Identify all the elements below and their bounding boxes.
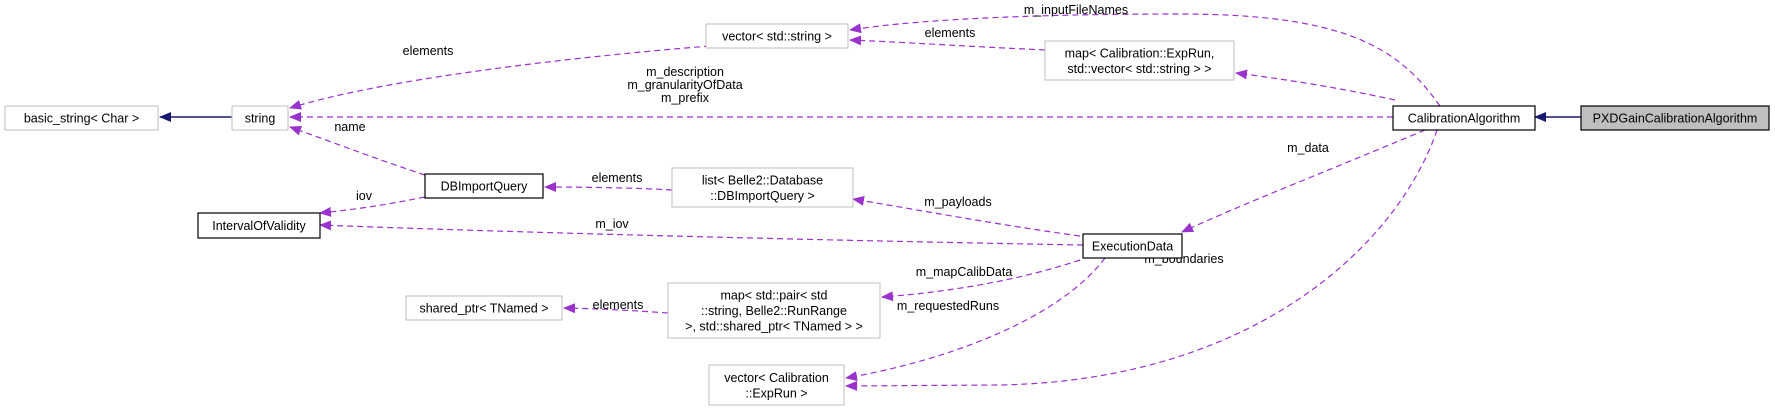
node-box xyxy=(1044,40,1235,81)
node-pxd: PXDGainCalibrationAlgorithm xyxy=(1580,105,1770,131)
edge-vecstr-to-string xyxy=(289,45,711,110)
node-iov[interactable]: IntervalOfValidity xyxy=(197,212,321,239)
node-box xyxy=(671,167,854,208)
node-box xyxy=(1392,105,1536,131)
node-exec[interactable]: ExecutionData xyxy=(1082,233,1183,259)
edge-mappair-to-shared xyxy=(563,303,669,314)
edge-label-m-iov: m_iov xyxy=(595,217,629,231)
node-box xyxy=(708,364,845,406)
node-label: CalibrationAlgorithm xyxy=(1408,112,1521,126)
edge-label-vec-elements: elements xyxy=(403,44,454,58)
node-label: IntervalOfValidity xyxy=(212,219,306,233)
node-label: >, std::shared_ptr< TNamed > > xyxy=(685,320,863,334)
node-label: vector< Calibration xyxy=(724,371,829,385)
node-label: ::ExpRun > xyxy=(745,386,807,400)
edge-label-string-members: m_prefix xyxy=(661,91,710,105)
node-string: string xyxy=(231,105,289,131)
node-label: map< std::pair< std xyxy=(720,289,827,303)
node-box xyxy=(705,23,849,49)
node-label: DBImportQuery xyxy=(441,180,529,194)
node-box xyxy=(4,105,159,131)
node-calib[interactable]: CalibrationAlgorithm xyxy=(1392,105,1536,131)
edge-label-name: name xyxy=(334,120,365,134)
edge-exec-to-mappair xyxy=(881,259,1081,302)
node-vecstr: vector< std::string > xyxy=(705,23,849,49)
edge-exec-to-vecexprun xyxy=(845,257,1106,382)
edge-label-m-data: m_data xyxy=(1287,141,1329,155)
node-vecexprun: vector< Calibration::ExpRun > xyxy=(708,364,845,406)
edge-label-iov: iov xyxy=(356,189,373,203)
node-label: map< Calibration::ExpRun, xyxy=(1065,46,1215,60)
edge-list-to-dbimport xyxy=(544,182,673,193)
node-shared: shared_ptr< TNamed > xyxy=(405,295,563,321)
node-label: list< Belle2::Database xyxy=(702,173,823,187)
node-dbimport[interactable]: DBImportQuery xyxy=(424,173,544,199)
node-box xyxy=(667,282,881,339)
edge-calib-to-vecexprun xyxy=(845,129,1438,391)
node-label: basic_string< Char > xyxy=(24,112,139,126)
node-label: ::string, Belle2::RunRange xyxy=(701,304,847,318)
edge-label-m-mapcalibdata: m_mapCalibData xyxy=(916,265,1013,279)
edge-label-m-inputfilenames: m_inputFileNames xyxy=(1024,3,1128,17)
edge-label-map-elements: elements xyxy=(925,26,976,40)
node-label: shared_ptr< TNamed > xyxy=(419,302,548,316)
node-box xyxy=(231,105,289,131)
edge-dbimport-to-iov xyxy=(319,196,426,217)
edge-exec-to-iov xyxy=(319,220,1084,246)
node-basic: basic_string< Char > xyxy=(4,105,159,131)
edge-label-string-members: m_granularityOfData xyxy=(627,78,742,92)
edge-calib-to-mapexprun xyxy=(1235,69,1396,101)
edge-label-list-elements: elements xyxy=(592,171,643,185)
edge-label-m-payloads: m_payloads xyxy=(924,195,991,209)
edge-label-shared-elements: elements xyxy=(593,298,644,312)
node-label: std::vector< std::string > > xyxy=(1067,62,1211,76)
node-label: ExecutionData xyxy=(1092,240,1173,254)
edge-label-string-members: m_description xyxy=(646,65,724,79)
edge-label-m-requestedruns: m_requestedRuns xyxy=(897,299,999,313)
edge-dbimport-to-string xyxy=(289,126,426,176)
node-label: PXDGainCalibrationAlgorithm xyxy=(1593,112,1758,126)
edge-map-to-vecstr xyxy=(849,35,1046,51)
node-mappair: map< std::pair< std::string, Belle2::Run… xyxy=(667,282,881,339)
node-box xyxy=(1580,105,1770,131)
node-mapexprun: map< Calibration::ExpRun,std::vector< st… xyxy=(1044,40,1235,81)
edge-exec-to-list xyxy=(852,195,1081,237)
node-listdb: list< Belle2::Database::DBImportQuery > xyxy=(671,167,854,208)
node-label: string xyxy=(245,112,276,126)
node-box xyxy=(405,295,563,321)
node-box xyxy=(197,212,321,239)
node-box xyxy=(424,173,544,199)
node-label: vector< std::string > xyxy=(722,30,832,44)
node-box xyxy=(1082,233,1183,259)
node-label: ::DBImportQuery > xyxy=(710,189,815,203)
